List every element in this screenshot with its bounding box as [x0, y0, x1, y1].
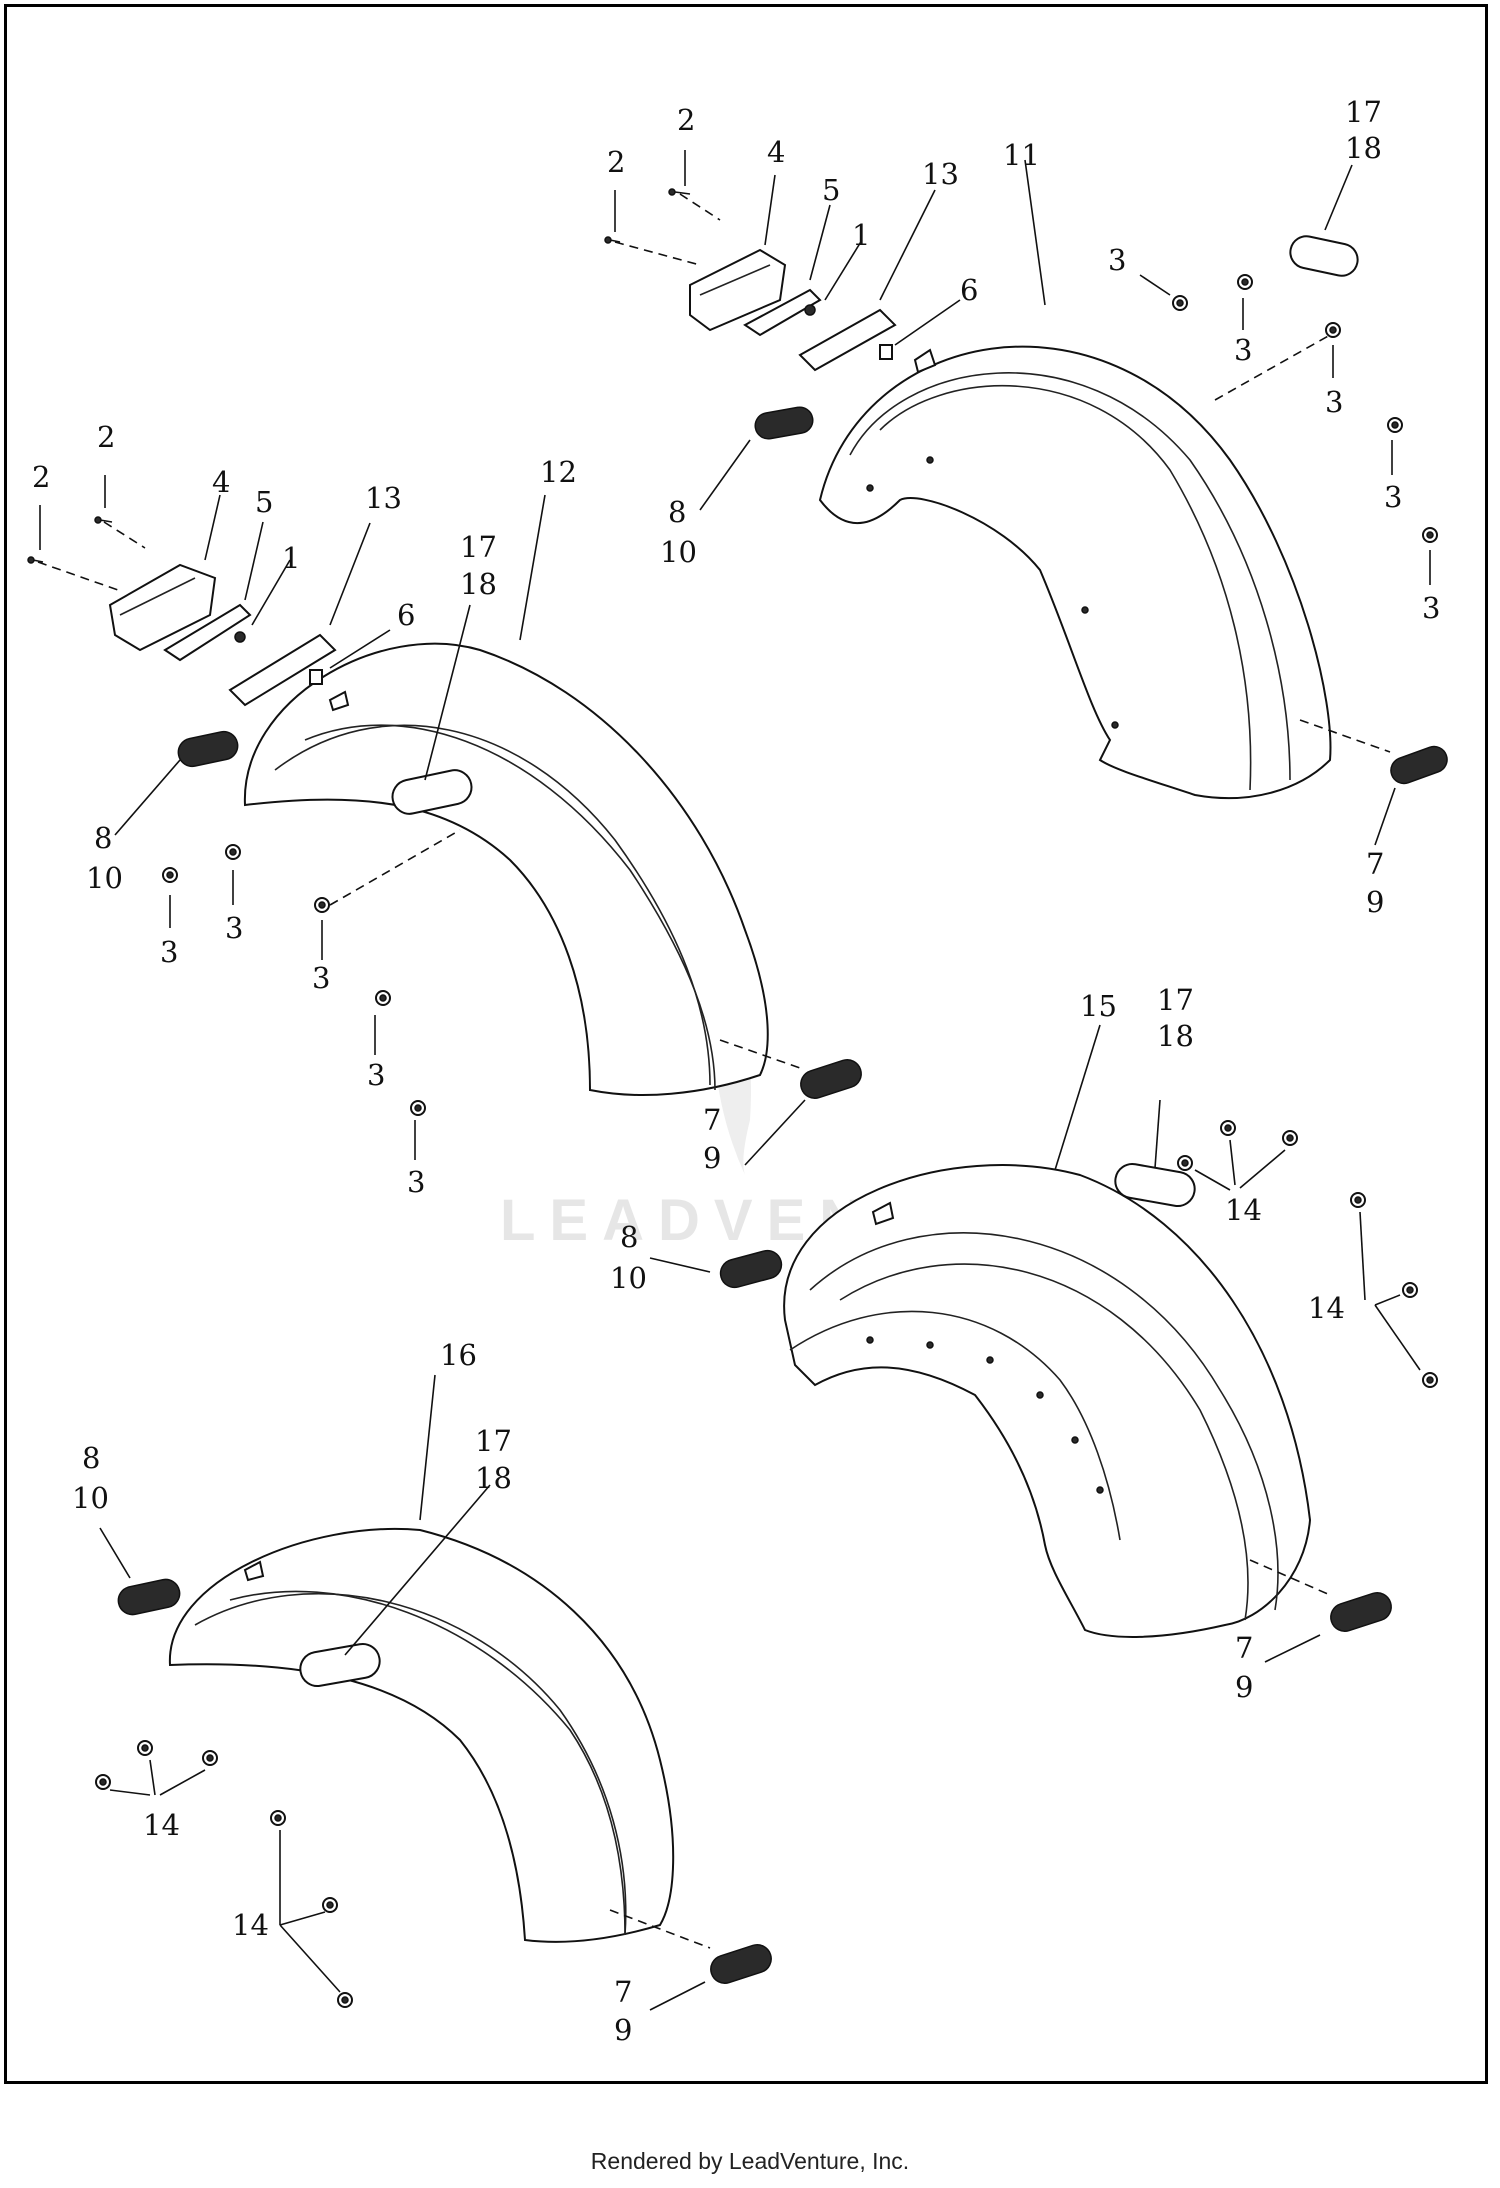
- marker-light-7-fender-15: [1330, 1591, 1392, 1633]
- fender-16-assembly: [95, 1374, 772, 2011]
- callout-3: 3: [312, 961, 330, 995]
- callout-10: 10: [660, 535, 697, 569]
- bezel-13: [798, 308, 897, 372]
- callout-4: 4: [212, 465, 230, 499]
- bezel-13-left: [228, 633, 337, 707]
- callout-7: 7: [1235, 1631, 1253, 1665]
- callout-10: 10: [610, 1261, 647, 1295]
- callout-5: 5: [255, 485, 273, 519]
- callout-1: 1: [852, 218, 870, 252]
- lens-17-fender-16: [299, 1643, 381, 1687]
- callout-17: 17: [1345, 95, 1382, 129]
- callout-1: 1: [282, 541, 300, 575]
- marker-light-8-fender-12: [177, 730, 239, 768]
- callout-4: 4: [767, 135, 785, 169]
- callout-5: 5: [822, 173, 840, 207]
- callout-13: 13: [922, 157, 959, 191]
- callout-16: 16: [440, 1338, 477, 1372]
- callout-14: 14: [232, 1908, 269, 1942]
- callout-labels: 2 2 4 5 1 13 6 11 17 18 3 3 3 3 3 8 10 7…: [32, 95, 1440, 2047]
- callout-3: 3: [367, 1058, 385, 1092]
- callout-6: 6: [397, 598, 415, 632]
- callout-8: 8: [82, 1441, 100, 1475]
- callout-3: 3: [225, 911, 243, 945]
- callout-17: 17: [475, 1424, 512, 1458]
- callout-3: 3: [1108, 243, 1126, 277]
- callout-10: 10: [72, 1481, 109, 1515]
- callout-9: 9: [703, 1141, 721, 1175]
- callout-15: 15: [1080, 989, 1117, 1023]
- marker-light-8-fender-16: [117, 1578, 181, 1616]
- marker-light-8: [754, 406, 814, 440]
- callout-7: 7: [703, 1103, 721, 1137]
- callout-2: 2: [607, 145, 625, 179]
- marker-light-7-fender-12: [800, 1058, 862, 1100]
- callout-7: 7: [614, 1975, 632, 2009]
- rendered-by-footer: Rendered by LeadVenture, Inc.: [590, 2148, 910, 2174]
- fender-11: [818, 345, 1332, 800]
- callout-3: 3: [1234, 333, 1252, 367]
- callout-2: 2: [97, 420, 115, 454]
- lens-17: [1289, 235, 1359, 277]
- callout-3: 3: [160, 935, 178, 969]
- fender-12-assembly: [27, 475, 862, 1166]
- callout-14: 14: [1308, 1291, 1345, 1325]
- gasket-5: [743, 288, 822, 337]
- callout-18: 18: [460, 567, 497, 601]
- callout-9: 9: [614, 2013, 632, 2047]
- callout-8: 8: [620, 1220, 638, 1254]
- callout-7: 7: [1366, 847, 1384, 881]
- callout-14: 14: [143, 1808, 180, 1842]
- callout-3: 3: [407, 1165, 425, 1199]
- callout-8: 8: [668, 495, 686, 529]
- callout-17: 17: [1157, 983, 1194, 1017]
- callout-2: 2: [677, 103, 695, 137]
- fender-15-assembly: [649, 1024, 1438, 1663]
- callout-9: 9: [1366, 885, 1384, 919]
- callout-10: 10: [86, 861, 123, 895]
- marker-light-8-fender-15: [719, 1249, 783, 1289]
- marker-light-7-fender-16: [710, 1943, 772, 1985]
- callout-13: 13: [365, 481, 402, 515]
- callout-3: 3: [1325, 385, 1343, 419]
- callout-18: 18: [1345, 131, 1382, 165]
- callout-14: 14: [1225, 1193, 1262, 1227]
- callout-8: 8: [94, 821, 112, 855]
- callout-12: 12: [540, 455, 577, 489]
- lens-17-fender-15: [1114, 1163, 1196, 1207]
- fender-16: [168, 1527, 675, 1943]
- callout-18: 18: [475, 1461, 512, 1495]
- fender-15: [783, 1164, 1312, 1638]
- lamp-housing-4: [689, 248, 787, 332]
- callout-9: 9: [1235, 1670, 1253, 1704]
- callout-11: 11: [1003, 138, 1040, 172]
- callout-18: 18: [1157, 1019, 1194, 1053]
- gasket-5-left: [163, 603, 252, 662]
- fender-11-assembly: [604, 150, 1448, 846]
- exploded-parts-diagram: LEADVENTURE: [27, 95, 1448, 2047]
- marker-light-7: [1390, 745, 1448, 785]
- fender-12: [243, 642, 769, 1096]
- callout-3: 3: [1422, 591, 1440, 625]
- lamp-housing-4-left: [108, 563, 217, 652]
- callout-2: 2: [32, 460, 50, 494]
- lens-17-fender-12: [391, 769, 473, 815]
- callout-6: 6: [960, 273, 978, 307]
- callout-17: 17: [460, 530, 497, 564]
- callout-3: 3: [1384, 480, 1402, 514]
